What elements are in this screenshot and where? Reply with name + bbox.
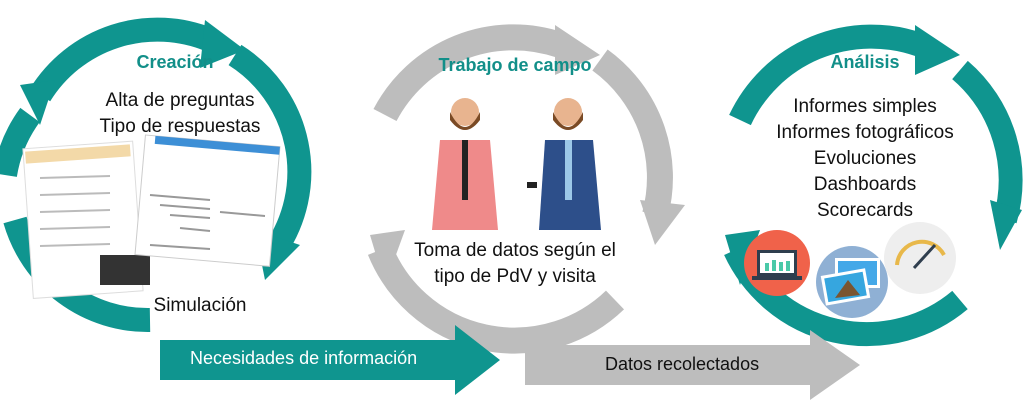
analysis-item: Scorecards (816, 200, 914, 221)
arrowhead (640, 200, 685, 245)
app-screenshots-image (22, 134, 281, 299)
creation-item: Tipo de respuestas (99, 116, 261, 137)
analysis-title: Análisis (830, 52, 900, 72)
arrowhead (555, 25, 600, 75)
arrowhead (990, 200, 1022, 250)
creation-footer: Simulación (153, 295, 247, 316)
fieldwork-item: Toma de datos según el (414, 240, 616, 261)
analysis-item: Evoluciones (813, 148, 917, 169)
collected-data-arrow (525, 330, 860, 400)
fieldwork-item: tipo de PdV y visita (434, 266, 596, 287)
analysis-item: Informes fotográficos (776, 122, 954, 143)
arrowhead (200, 20, 245, 68)
gauge-icon (884, 222, 956, 294)
fieldwork-title: Trabajo de campo (438, 55, 592, 75)
creation-item: Alta de preguntas (105, 90, 255, 111)
analysis-item: Dashboards (813, 174, 917, 195)
business-people-illustration (432, 98, 601, 230)
information-needs-label: Necesidades de información (190, 348, 418, 368)
arrowhead (370, 230, 405, 285)
report-icons (744, 222, 956, 318)
arrowhead (915, 25, 960, 75)
analysis-item: Informes simples (793, 96, 937, 117)
fieldwork-cycle-ring (367, 24, 673, 354)
information-needs-arrow (160, 325, 500, 395)
collected-data-label: Datos recolectados (605, 354, 760, 374)
creation-title: Creación (136, 52, 214, 72)
arrowhead (20, 80, 55, 125)
